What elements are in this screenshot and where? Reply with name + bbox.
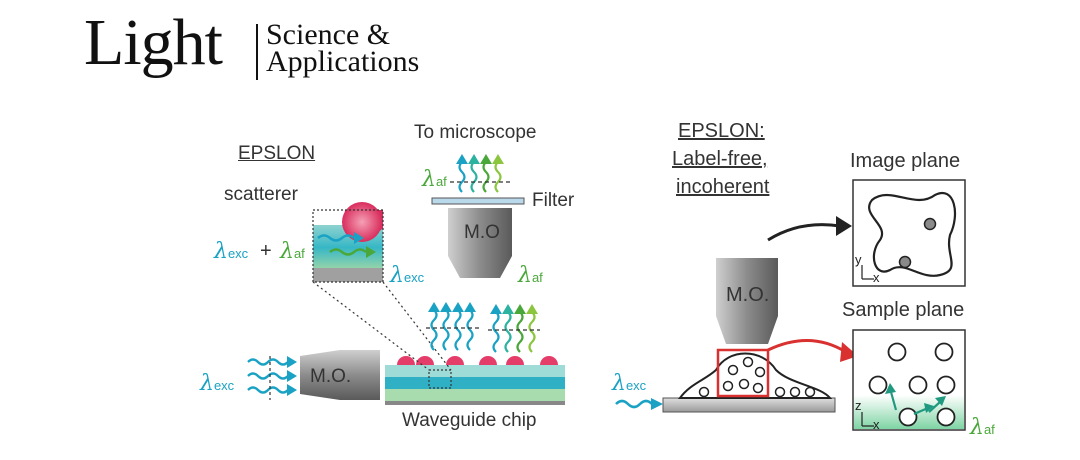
filter-plate (431, 197, 525, 205)
lambda-af-sample-label: λaf (970, 415, 995, 440)
zoom-inset (312, 202, 384, 283)
right-title-line3: incoherent (676, 176, 770, 198)
side-objective-label: M.O. (310, 366, 352, 387)
side-objective (300, 350, 380, 400)
right-title-line2: Label-free, (672, 148, 768, 170)
sample-plane-box (852, 329, 966, 431)
excitation-arrowhead-right (651, 398, 663, 410)
logo-divider (256, 24, 258, 80)
logo-subtitle-line2: Applications (266, 45, 420, 78)
right-objective-label: M.O. (726, 284, 770, 306)
filtered-af-arrowheads (456, 154, 504, 164)
emitted-arrowheads-group2 (490, 304, 538, 314)
arrow-to-image-plane (767, 223, 841, 242)
journal-logo-title: Light (84, 6, 223, 79)
top-objective-label: M.O (464, 222, 500, 243)
sample-plane-label: Sample plane (842, 299, 965, 321)
excitation-waves-left (247, 358, 289, 394)
journal-logo-subtitle: Science & Applications (266, 18, 420, 78)
excitation-wave-right (615, 399, 653, 409)
lambda-exc-chip-label: λexc (390, 263, 425, 288)
lambda-af-inset-label: λaf (280, 239, 305, 264)
image-axis-y: y (855, 252, 862, 267)
lambda-af-filtered-label: λaf (422, 167, 447, 192)
emitted-arrowheads-group1 (428, 302, 476, 312)
scatterer-label: scatterer (224, 184, 298, 205)
waveguide-chip-label: Waveguide chip (402, 410, 537, 431)
to-microscope-label: To microscope (414, 122, 537, 143)
image-axis-x: x (873, 270, 880, 285)
lambda-exc-input-label: λexc (200, 371, 235, 396)
excitation-arrowheads-left (287, 356, 297, 396)
image-plane-box (852, 179, 966, 287)
emitted-waves-group2 (492, 311, 536, 353)
lambda-exc-inset-label: λexc (214, 239, 249, 264)
chip-scatterers (397, 356, 558, 365)
plus-sign: + (260, 240, 272, 262)
sample-axis-x: x (873, 417, 880, 432)
highlight-box (716, 348, 770, 398)
zoom-line-right (382, 281, 452, 371)
filtered-af-waves (458, 161, 502, 193)
left-panel-title: EPSLON (238, 143, 316, 164)
arrow-to-sample-plane (767, 339, 847, 354)
logo-subtitle-line1: Science & (266, 18, 391, 51)
sample-axis-z: z (855, 398, 862, 413)
zoom-line-left (312, 281, 430, 371)
lambda-af-chip-label: λaf (518, 263, 543, 288)
cell-particles (698, 356, 816, 398)
filter-label: Filter (532, 190, 575, 211)
substrate (662, 397, 836, 413)
waveguide-chip (385, 365, 565, 405)
right-objective (716, 258, 778, 344)
lambda-exc-right-label: λexc (612, 371, 647, 396)
right-title-line1: EPSLON: (678, 120, 765, 142)
arrow-to-image-plane-head (836, 216, 852, 236)
emitted-waves-group1 (430, 309, 474, 351)
top-objective (448, 208, 512, 278)
image-plane-label: Image plane (850, 150, 961, 172)
